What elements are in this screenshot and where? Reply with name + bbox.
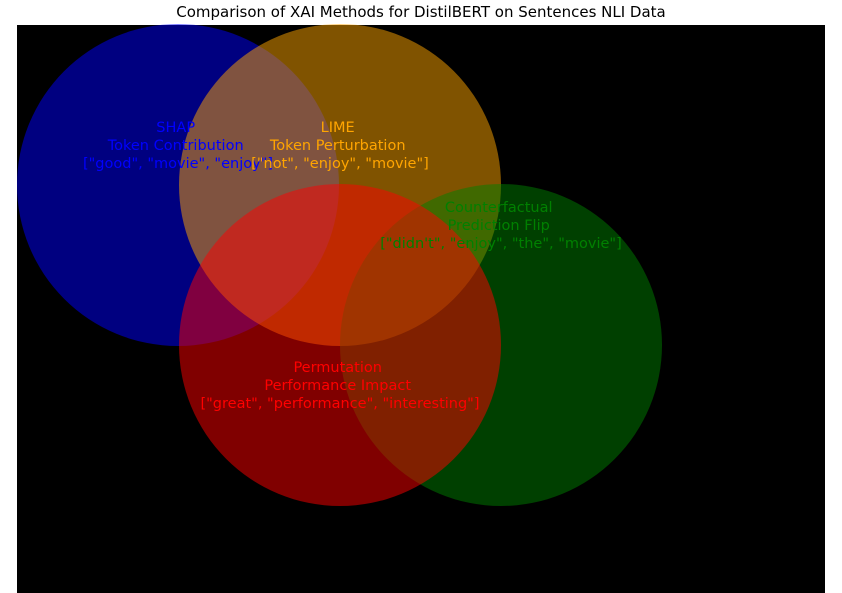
lime-label: LIME Token Perturbation ["not", "enjoy",… [251,120,429,172]
lime-label-line: LIME [321,120,355,136]
counterfactual-label-line: Prediction Flip [448,218,550,234]
shap-label: SHAP Token Contribution ["good", "movie"… [83,120,273,172]
counterfactual-label: Counterfactual Prediction Flip ["didn't"… [380,200,622,252]
chart-title: Comparison of XAI Methods for DistilBERT… [176,3,666,21]
permutation-circle [179,184,501,506]
counterfactual-label-line: Counterfactual [445,200,553,216]
counterfactual-label-line: ["didn't", "enjoy", "the", "movie"] [380,236,622,252]
permutation-label: Permutation Performance Impact ["great",… [200,360,479,412]
shap-label-line: ["good", "movie", "enjoy"] [83,156,273,172]
shap-label-line: SHAP [156,120,195,136]
permutation-label-line: ["great", "performance", "interesting"] [200,396,479,412]
circles-layer [17,24,662,506]
lime-label-line: ["not", "enjoy", "movie"] [251,156,429,172]
lime-label-line: Token Perturbation [269,138,406,154]
permutation-label-line: Performance Impact [264,378,411,394]
labels-layer: SHAP Token Contribution ["good", "movie"… [83,120,622,412]
shap-label-line: Token Contribution [107,138,244,154]
permutation-label-line: Permutation [293,360,382,376]
